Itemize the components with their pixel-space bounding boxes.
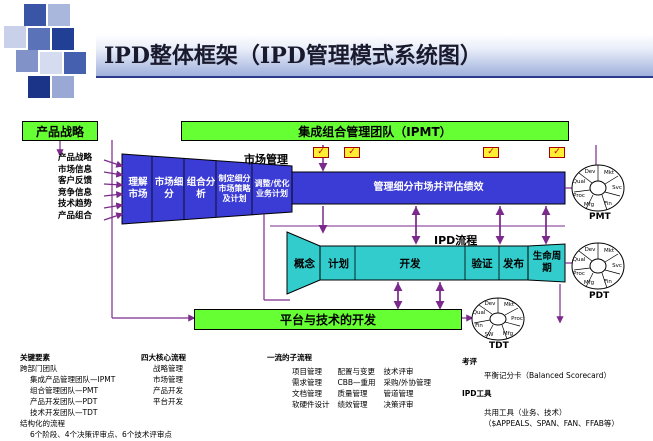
pmt-label: PMT	[589, 212, 611, 222]
wheel-segment-label: Qual	[473, 310, 486, 316]
wheel-segment-label: Mkt	[604, 170, 615, 176]
platform-box: 平台与技术的开发	[194, 309, 462, 330]
wheel-segment-label: Mkt	[504, 302, 515, 308]
funnel-step-segment: 市场细分	[154, 177, 184, 200]
check-icon-1: ✓	[313, 147, 329, 158]
input-item: 产品战略	[58, 153, 93, 163]
wheel-segment-label: Mfg	[584, 202, 594, 208]
ipd-phase-lifecycle: 生命周期	[532, 251, 562, 274]
wheel-segment-label: Qual	[573, 257, 586, 263]
input-list: 产品战略 市场信息 客户反馈 竞争信息 技术趋势 产品组合	[58, 153, 92, 222]
tdt-wheel-icon: Dev Mkt Proc Mfg SW Fin Qual	[471, 297, 525, 341]
input-item: 产品组合	[58, 210, 93, 221]
wheel-segment-label: Proc	[511, 316, 523, 322]
tdt-label: TDT	[489, 341, 509, 351]
input-item: 市场信息	[58, 164, 93, 175]
wheel-segment-label: SW	[485, 332, 494, 338]
logo-cubes-icon	[4, 4, 86, 98]
wheel-segment-label: Fin	[604, 201, 612, 207]
check-icon-2: ✓	[344, 147, 360, 158]
wheel-segment-label: Qual	[573, 179, 586, 185]
funnel-step-understand-market: 理解市场	[128, 177, 148, 200]
check-icon-3: ✓	[483, 147, 499, 158]
wheel-segment-label: Dev	[585, 247, 597, 253]
wheel-segment-label: Fin	[604, 279, 612, 285]
ipmt-box: 集成组合管理团队（IPMT）	[181, 121, 569, 141]
market-mgmt-label: 市场管理	[244, 153, 288, 166]
check-icon-4: ✓	[549, 147, 565, 158]
input-item: 竞争信息	[58, 187, 93, 198]
wheel-segment-label: Fin	[475, 323, 483, 329]
funnel-step-strategy: 制定细分市场策略及计划	[218, 174, 251, 203]
funnel-step-portfolio: 组合分析	[186, 177, 216, 200]
market-bar	[291, 171, 566, 205]
ipd-phase-develop: 开发	[399, 257, 421, 270]
title-underline	[96, 76, 653, 78]
product-strategy-box: 产品战略	[22, 121, 98, 141]
pdt-label: PDT	[589, 291, 610, 301]
ipd-phase-plan: 计划	[328, 257, 349, 270]
wheel-segment-label: Mfg	[503, 331, 513, 337]
wheel-segment-label: Svc	[612, 263, 622, 269]
pmt-wheel-icon: Dev Mkt Svc Fin Mfg Proc Qual	[571, 164, 625, 212]
funnel-step-optimize: 调整/优化业务计划	[254, 179, 290, 198]
footer-sub-processes: 一流的子流程 项目管理 需求管理 文档管理 软硬件设计 配置与变更 CBB—重用…	[267, 353, 432, 409]
wheel-segment-label: Dev	[485, 301, 497, 307]
wheel-segment-label: Mfg	[584, 280, 594, 286]
input-item: 客户反馈	[58, 176, 93, 186]
pdt-wheel-icon: Dev Mkt Svc Fin Mfg Proc Qual	[571, 242, 625, 290]
market-bar-label: 管理细分市场并评估绩效	[373, 182, 484, 193]
ipd-flow-label: IPD流程	[434, 234, 478, 247]
footer-evaluation-tools: 考评 平衡记分卡（Balanced Scorecard） IPD工具 共用工具（…	[462, 357, 619, 428]
market-funnel	[121, 153, 293, 225]
wheel-segment-label: Proc	[573, 193, 585, 199]
input-item: 技术趋势	[58, 199, 93, 209]
wheel-segment-label: Dev	[585, 169, 597, 175]
wheel-segment-label: Proc	[573, 271, 585, 277]
footer-key-elements: 关键要素 跨部门团队 集成产品管理团队—IPMT 组合管理团队—PMT 产品开发…	[20, 353, 172, 439]
wheel-segment-label: Mkt	[604, 248, 615, 254]
wheel-segment-label: Svc	[612, 185, 622, 191]
footer-core-processes: 四大核心流程 战略管理 市场管理 产品开发 平台开发	[141, 353, 186, 406]
page-title: IPD整体框架（IPD管理模式系统图）	[104, 43, 482, 69]
ipd-phase-verify: 验证	[471, 257, 493, 270]
ipd-phase-release: 发布	[503, 257, 524, 270]
title-bar	[96, 34, 653, 76]
ipd-phase-concept: 概念	[294, 257, 315, 270]
